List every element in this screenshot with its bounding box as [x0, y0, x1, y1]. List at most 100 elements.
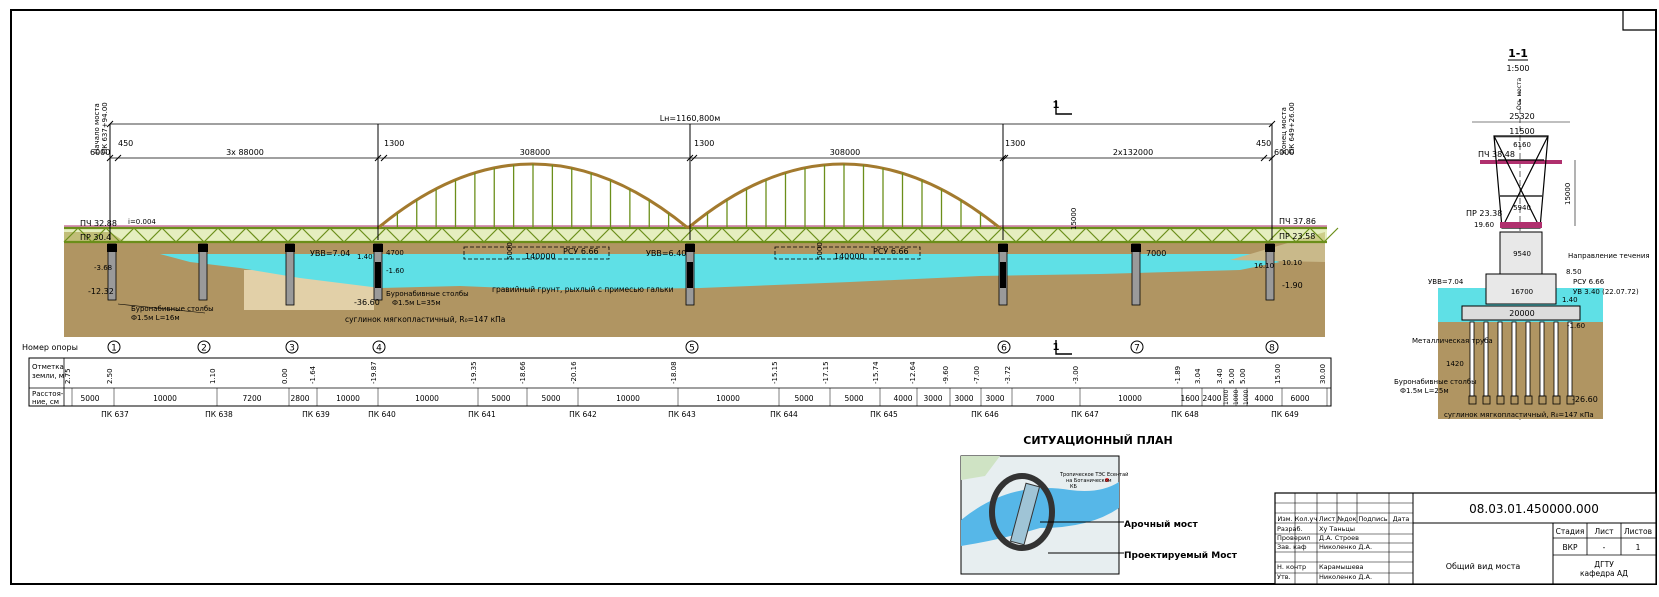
right-pr: ПР 23.58: [1279, 232, 1315, 241]
right-v3: -1.90: [1282, 281, 1303, 290]
stage-h-1: Стадия: [1556, 527, 1585, 536]
support-label: Номер опоры: [22, 343, 78, 352]
support-circle: [285, 340, 299, 354]
section-marker-bottom-label: 1: [1053, 342, 1060, 353]
truss-diagonal: [455, 227, 471, 243]
section-c: 16700: [1511, 288, 1533, 296]
truss-diagonal: [749, 227, 765, 243]
truss-diagonal: [1057, 227, 1073, 243]
elevation-value: 2.50: [106, 368, 114, 384]
elevation-value: 1.10: [209, 368, 217, 384]
truss-diagonal: [987, 227, 1003, 243]
left-pr: ПР 30.4: [80, 233, 111, 242]
rsu-left: РСУ 6.66: [563, 247, 599, 256]
picket-label: ПК 641: [468, 410, 496, 419]
distance-value: 6000: [1290, 394, 1309, 403]
pier-footing: [375, 262, 381, 288]
pier4-dim-d: -36.60: [354, 298, 380, 307]
truss-diagonal: [119, 227, 135, 243]
support-circle: [685, 340, 699, 354]
truss-diagonal: [77, 227, 93, 243]
truss-diagonal: [945, 227, 961, 243]
pier-cap: [285, 244, 295, 252]
section-pile-tip: [1538, 395, 1547, 405]
piles-left-1: Буронабивные столбы: [131, 305, 214, 313]
picket-label: ПК 640: [368, 410, 396, 419]
truss-diagonal: [287, 227, 303, 243]
stamp-title: Общий вид моста: [1446, 562, 1521, 571]
deck-truss-web: [63, 227, 1339, 243]
elevation-value: -7.00: [973, 366, 981, 384]
span-label-1300-b: 1300: [694, 139, 714, 148]
section-pr: ПР 23.38: [1466, 209, 1502, 218]
dim-tick: [106, 120, 114, 128]
distance-value: 10000: [153, 394, 177, 403]
truss-diagonal: [903, 227, 919, 243]
piles-mid-1: Буронабивные столбы: [386, 290, 469, 298]
truss-diagonal: [721, 227, 737, 243]
stamp-header: Кол.уч: [1295, 515, 1318, 523]
right-pch: ПЧ 37.86: [1279, 217, 1316, 226]
span-label-1300-c: 1300: [1005, 139, 1025, 148]
pier-column: [198, 243, 208, 301]
elevation-value: 0.00: [281, 368, 289, 384]
distance-value: 10000: [616, 394, 640, 403]
truss-diagonal: [609, 227, 625, 243]
truss-diagonal: [735, 227, 751, 243]
support-circle: [1130, 340, 1144, 354]
section-pier-base: [1485, 273, 1557, 305]
elevation-value: -18.66: [519, 361, 527, 384]
picket-label: ПК 642: [569, 410, 597, 419]
pier-column: [285, 243, 295, 306]
truss-diagonal: [357, 227, 373, 243]
section-pipe-1: Металлическая труба: [1412, 337, 1493, 345]
situation-river: [961, 482, 1119, 546]
pier-cap: [373, 244, 383, 252]
truss-diagonal: [651, 227, 667, 243]
row2-label-a: Расстоя-: [32, 390, 64, 398]
picket-label: ПК 649: [1271, 410, 1299, 419]
support-number: 6: [1001, 344, 1007, 354]
stamp-frame: [1274, 492, 1657, 585]
profile-table: [28, 357, 1332, 407]
truss-diagonal: [861, 227, 877, 243]
section-pile-tip: [1496, 395, 1505, 405]
situation-loop: [989, 473, 1055, 551]
truss-diagonal: [553, 227, 569, 243]
truss-diagonal: [189, 227, 205, 243]
h-mid: 15000: [1070, 208, 1078, 230]
section-view: 1-1 1:500 Ось моста 25320 11500 6160 ПЧ …: [1394, 47, 1650, 420]
truss-diagonal: [819, 227, 835, 243]
end-label-1: Конец моста: [1280, 107, 1288, 154]
support-number: 2: [201, 344, 207, 354]
elevation-view: Lн=1160,800м 1 1 Начало моста ПК 637+94.…: [22, 100, 1339, 419]
section-e2: 1.40: [1562, 296, 1578, 304]
truss-diagonal: [63, 227, 79, 243]
picket-label: ПК 647: [1071, 410, 1099, 419]
distance-value: 1600: [1180, 394, 1199, 403]
support-circle: [107, 340, 121, 354]
span-label-308000-a: 308000: [520, 148, 551, 157]
section-flow-1: Направление течения: [1568, 252, 1650, 260]
section-pile-tip: [1468, 395, 1477, 405]
section-axis: Ось моста: [1516, 78, 1523, 110]
picket-label: ПК 644: [770, 410, 798, 419]
pier-cap: [1265, 244, 1275, 252]
right-v1: 10.10: [1282, 259, 1302, 267]
elevation-value: -15.15: [771, 361, 779, 384]
section-piles: [1468, 321, 1575, 405]
section-pile: [1483, 321, 1489, 397]
span-label-450-right: 450: [1256, 139, 1271, 148]
truss-diagonal: [231, 227, 247, 243]
truss-diagonal: [1015, 227, 1031, 243]
support-number: 3: [289, 344, 295, 354]
truss-diagonal: [329, 227, 345, 243]
stamp-header: Лист: [1319, 515, 1336, 523]
truss-diagonal: [133, 227, 149, 243]
left-slope: i=0.004: [128, 218, 156, 226]
section-h: 15000: [1564, 183, 1572, 205]
dim-tick: [1260, 154, 1268, 162]
arch-span-box-left: [463, 246, 610, 260]
